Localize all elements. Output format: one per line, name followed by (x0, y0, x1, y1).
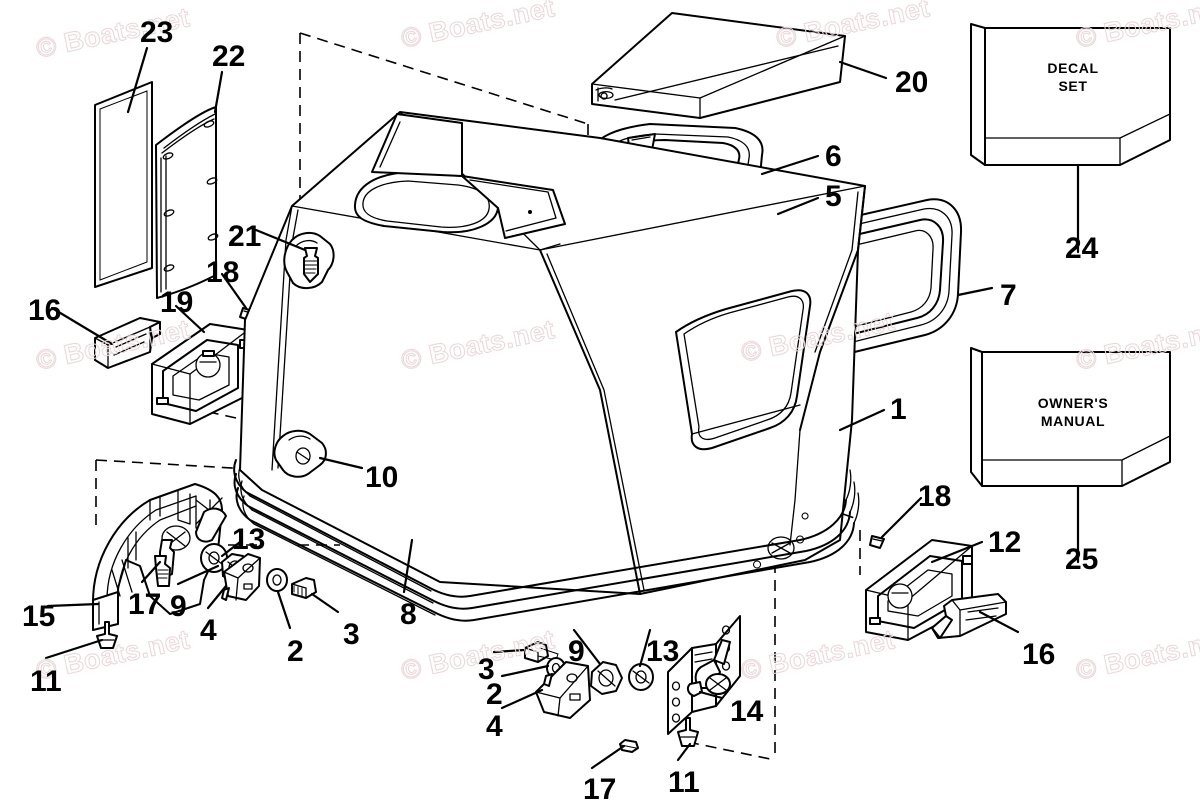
callout-number-9[interactable]: 9 (170, 590, 187, 623)
callout-number-21[interactable]: 21 (228, 220, 262, 253)
part-3-screw-left (291, 577, 317, 599)
part-10-cover-latch-knob (273, 429, 327, 478)
callout-number-6[interactable]: 6 (825, 140, 842, 173)
part-17-rivet-center (619, 739, 639, 753)
callout-number-22[interactable]: 22 (212, 40, 246, 73)
callout-number-4[interactable]: 4 (486, 710, 503, 743)
callout-number-11[interactable]: 11 (30, 665, 62, 698)
part-24-decal-set-box (970, 22, 1171, 166)
callout-number-16[interactable]: 16 (28, 294, 62, 327)
part-3-screw-center (524, 641, 559, 663)
callout-number-23[interactable]: 23 (140, 16, 174, 49)
callout-number-16[interactable]: 16 (1022, 638, 1056, 671)
part-18-screw-right (869, 535, 885, 549)
callout-number-15[interactable]: 15 (22, 600, 56, 633)
callout-number-19[interactable]: 19 (160, 286, 194, 319)
callout-number-4[interactable]: 4 (200, 614, 217, 647)
callout-number-3[interactable]: 3 (478, 653, 495, 686)
part-11-push-rivet-center (677, 717, 699, 747)
part-16-latch-handle-left (94, 317, 161, 369)
callout-number-7[interactable]: 7 (1000, 279, 1017, 312)
callout-number-1[interactable]: 1 (890, 393, 907, 426)
part-4-hinge-bracket-center (535, 661, 591, 719)
callout-number-25[interactable]: 25 (1065, 543, 1099, 576)
callout-number-17[interactable]: 17 (583, 773, 617, 806)
callout-number-8[interactable]: 8 (400, 598, 417, 631)
owners-manual-label: OWNER'S MANUAL (1037, 395, 1109, 429)
part-23-decal-panel (94, 81, 153, 288)
part-20-upper-cover (591, 12, 846, 119)
callout-number-13[interactable]: 13 (232, 523, 266, 556)
part-25-owners-manual-box (970, 346, 1171, 487)
part-9-lock-nut-center (590, 661, 623, 695)
callout-number-18[interactable]: 18 (206, 256, 240, 289)
callout-number-11[interactable]: 11 (668, 766, 700, 799)
callout-number-9[interactable]: 9 (568, 635, 585, 668)
part-2-washer-left (266, 568, 288, 592)
callout-number-17[interactable]: 17 (128, 588, 162, 621)
callout-number-24[interactable]: 24 (1065, 232, 1099, 265)
part-16-latch-handle-right (931, 593, 1007, 639)
part-22-front-cover-seal (155, 106, 219, 299)
callout-number-20[interactable]: 20 (895, 66, 929, 99)
callout-number-12[interactable]: 12 (988, 526, 1022, 559)
callout-number-5[interactable]: 5 (825, 180, 842, 213)
callout-number-3[interactable]: 3 (343, 618, 360, 651)
callout-number-2[interactable]: 2 (287, 635, 304, 668)
callout-number-10[interactable]: 10 (365, 461, 399, 494)
part-4-hinge-bracket-left (221, 553, 261, 601)
callout-number-18[interactable]: 18 (918, 480, 952, 513)
decal-set-label: DECAL SET (1047, 60, 1099, 94)
part-19-escutcheon-plate-left (151, 323, 249, 425)
callout-number-14[interactable]: 14 (730, 695, 764, 728)
callout-leader-lines (44, 46, 1080, 770)
callout-number-2[interactable]: 2 (486, 678, 503, 711)
callout-number-13[interactable]: 13 (646, 635, 680, 668)
part-1-engine-cover (233, 111, 866, 622)
